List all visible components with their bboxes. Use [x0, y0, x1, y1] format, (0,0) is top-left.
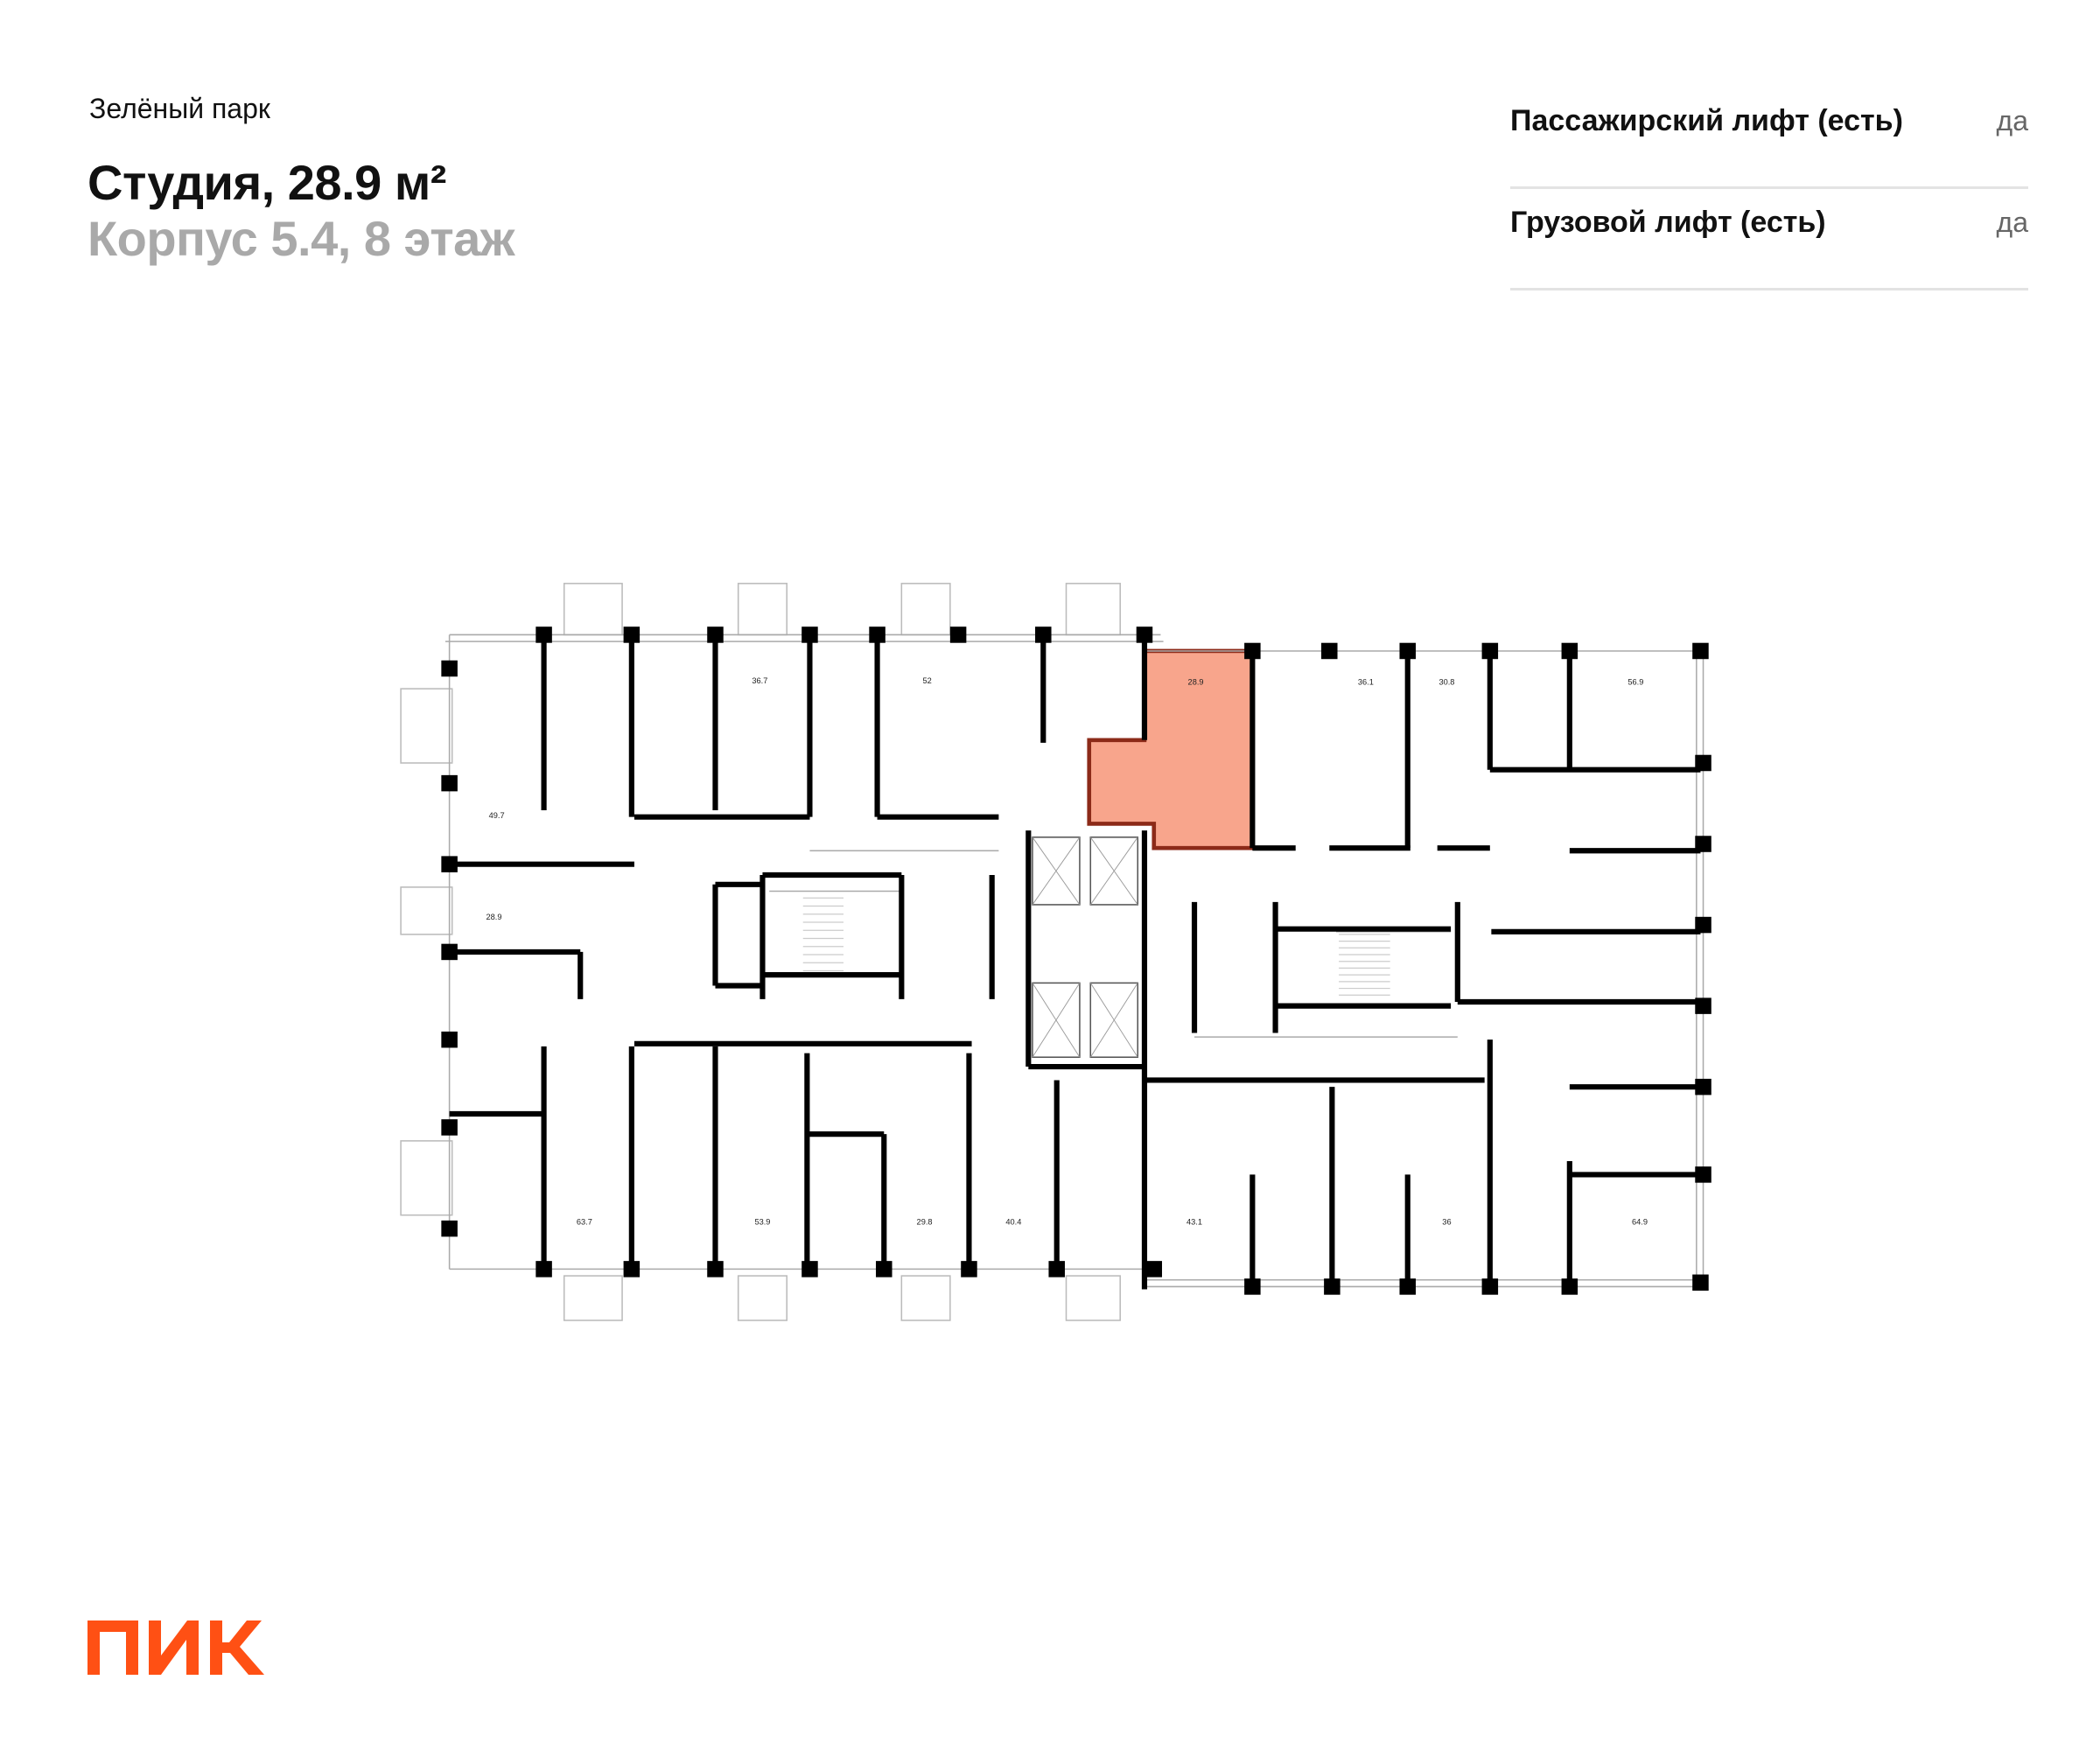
- spec-label: Пассажирский лифт (есть): [1510, 104, 1903, 137]
- apartment-area-label[interactable]: 64.9: [1632, 1217, 1648, 1226]
- elevator-cross: [1089, 836, 1138, 906]
- spec-freight-lift: Грузовой лифт (есть) да: [1510, 189, 2028, 290]
- column: [707, 626, 724, 643]
- column: [949, 626, 967, 643]
- column: [1695, 1078, 1712, 1096]
- balcony: [400, 1140, 453, 1216]
- elevator-shaft: [1032, 982, 1081, 1058]
- column: [441, 856, 458, 872]
- pik-logo: [88, 1620, 264, 1675]
- column: [441, 660, 458, 677]
- apartment-area-label[interactable]: 63.7: [577, 1217, 592, 1226]
- elevator-cross: [1032, 983, 1081, 1058]
- column: [536, 1261, 552, 1278]
- column: [441, 1031, 458, 1048]
- balcony: [737, 1275, 788, 1321]
- balcony: [563, 1275, 623, 1321]
- column: [802, 1261, 818, 1278]
- walls: [441, 626, 1712, 1295]
- apartment-title: Студия, 28.9 м²: [88, 155, 446, 210]
- apartment-labels: 49.7 28.9 36.7 52 28.9 36.1 30.8 56.9 63…: [486, 676, 1648, 1227]
- balcony: [737, 583, 788, 636]
- apartment-area-label[interactable]: 53.9: [754, 1217, 770, 1226]
- apartment-area-label[interactable]: 30.8: [1438, 678, 1454, 687]
- apartment-area-label[interactable]: 36.7: [752, 676, 767, 685]
- column: [1695, 1166, 1712, 1183]
- column: [1136, 626, 1153, 643]
- column: [1695, 998, 1712, 1014]
- spec-value: да: [1996, 105, 2028, 136]
- elevator-cross: [1032, 836, 1081, 906]
- specs-list: Пассажирский лифт (есть) да Грузовой лиф…: [1510, 88, 2028, 290]
- spec-value: да: [1996, 206, 2028, 238]
- apartment-area-label[interactable]: 40.4: [1005, 1217, 1021, 1226]
- balcony: [1065, 583, 1121, 636]
- column: [1244, 1278, 1261, 1295]
- column: [1561, 1278, 1578, 1295]
- balcony: [563, 583, 623, 636]
- thin-walls: [444, 634, 1708, 1288]
- column: [536, 626, 552, 643]
- column: [1035, 626, 1052, 643]
- elevator-shaft: [1032, 836, 1081, 906]
- column: [1244, 642, 1261, 660]
- spec-label: Грузовой лифт (есть): [1510, 206, 1826, 239]
- apartment-area-label[interactable]: 36.1: [1358, 678, 1374, 687]
- apartment-area-label[interactable]: 36: [1442, 1217, 1451, 1226]
- column: [623, 626, 640, 643]
- column: [441, 943, 458, 961]
- column: [1321, 642, 1338, 660]
- elevator-shaft: [1089, 836, 1139, 906]
- building-floor: Корпус 5.4, 8 этаж: [88, 211, 515, 266]
- balcony: [900, 1275, 951, 1321]
- apartment-area-label[interactable]: 29.8: [917, 1217, 933, 1226]
- balcony: [900, 583, 951, 636]
- column: [961, 1261, 977, 1278]
- column: [441, 1119, 458, 1136]
- balcony: [1065, 1275, 1121, 1321]
- selected-apartment-highlight[interactable]: [1087, 648, 1255, 850]
- column: [1481, 642, 1499, 660]
- column: [1324, 1278, 1340, 1295]
- balcony: [400, 688, 453, 764]
- apartment-area-label[interactable]: 52: [922, 676, 931, 685]
- column: [1145, 1261, 1163, 1278]
- apartment-area-label[interactable]: 56.9: [1628, 678, 1643, 687]
- selected-apartment-area-label[interactable]: 28.9: [1188, 678, 1204, 687]
- column: [1399, 1278, 1416, 1295]
- column: [1692, 642, 1709, 660]
- column: [1481, 1278, 1499, 1295]
- column: [1695, 836, 1712, 852]
- column: [623, 1261, 640, 1278]
- column: [1048, 1261, 1065, 1278]
- column: [1695, 754, 1712, 772]
- column: [1695, 916, 1712, 934]
- elevator-cross: [1089, 983, 1138, 1058]
- apartment-area-label[interactable]: 49.7: [489, 811, 505, 820]
- column: [876, 1261, 892, 1278]
- project-name: Зелёный парк: [89, 93, 270, 124]
- elevator-shaft: [1089, 982, 1139, 1058]
- column: [1692, 1274, 1709, 1292]
- column: [1399, 642, 1416, 660]
- column: [802, 626, 818, 643]
- column: [441, 774, 458, 792]
- column: [441, 1220, 458, 1237]
- column: [1561, 642, 1578, 660]
- spec-passenger-lift: Пассажирский лифт (есть) да: [1510, 88, 2028, 189]
- apartment-area-label[interactable]: 28.9: [486, 913, 502, 921]
- apartment-area-label[interactable]: 43.1: [1186, 1217, 1202, 1226]
- column: [869, 626, 886, 643]
- column: [707, 1261, 724, 1278]
- balcony: [400, 886, 453, 935]
